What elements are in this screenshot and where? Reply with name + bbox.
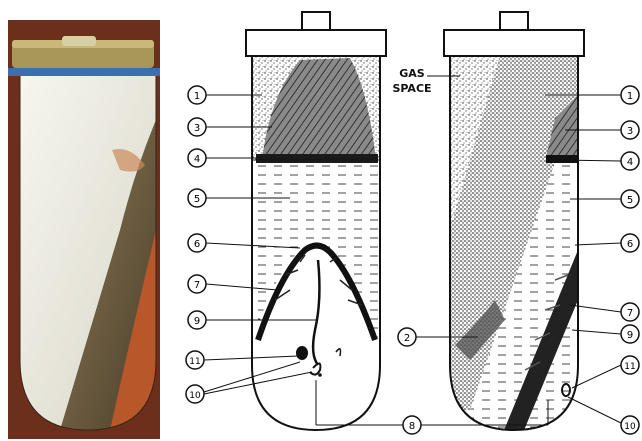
svg-text:GAS: GAS <box>399 67 425 80</box>
svg-text:1: 1 <box>194 91 200 102</box>
svg-text:7: 7 <box>194 280 200 291</box>
callout-right-11: 11 <box>572 356 639 388</box>
right-tube-cap <box>444 30 584 56</box>
left-tube-cap <box>246 30 386 56</box>
svg-text:6: 6 <box>194 239 200 250</box>
svg-text:4: 4 <box>194 154 200 165</box>
svg-text:SPACE: SPACE <box>392 82 431 95</box>
svg-text:8: 8 <box>409 421 415 432</box>
left-tube-cap-knob <box>302 12 330 30</box>
svg-text:1: 1 <box>627 91 633 102</box>
svg-text:10: 10 <box>624 422 636 432</box>
right-tube-diagram <box>444 12 584 440</box>
callout-left-4: 4 <box>188 149 262 167</box>
callout-left-1: 1 <box>188 86 262 104</box>
svg-text:3: 3 <box>627 126 633 137</box>
svg-text:9: 9 <box>194 316 200 327</box>
photo-panel <box>8 20 160 439</box>
left-tube-diagram <box>246 12 386 440</box>
photo-tube-contents <box>20 70 156 430</box>
svg-text:11: 11 <box>624 362 635 372</box>
svg-text:11: 11 <box>189 357 200 367</box>
right-tube-cap-knob <box>500 12 528 30</box>
svg-text:5: 5 <box>627 195 633 206</box>
svg-text:4: 4 <box>627 157 633 168</box>
callout-right-9: 9 <box>572 325 639 343</box>
svg-text:7: 7 <box>627 308 633 319</box>
svg-text:2: 2 <box>404 333 410 344</box>
callout-right-7: 7 <box>570 303 639 321</box>
callout-right-10: 10 <box>568 397 639 434</box>
svg-text:10: 10 <box>189 391 201 401</box>
svg-text:3: 3 <box>194 123 200 134</box>
svg-text:9: 9 <box>627 330 633 341</box>
photo-cap-knob <box>62 36 96 46</box>
svg-text:6: 6 <box>627 239 633 250</box>
svg-text:5: 5 <box>194 194 200 205</box>
callout-right-6: 6 <box>575 234 639 252</box>
callout-right-5: 5 <box>570 190 639 208</box>
photo-band <box>8 68 160 76</box>
